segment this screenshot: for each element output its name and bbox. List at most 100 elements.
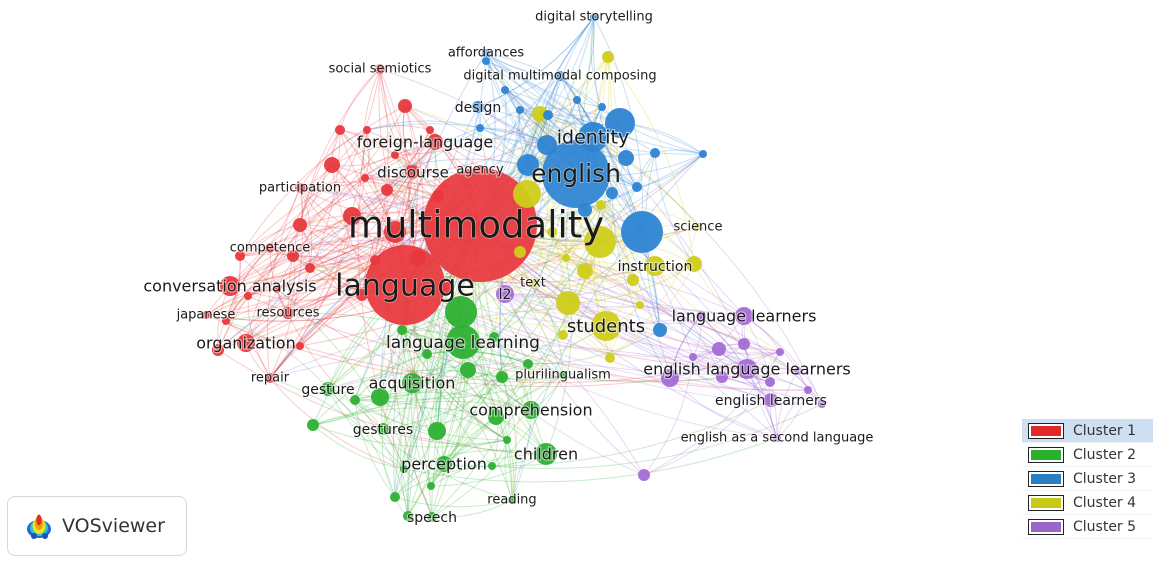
keyword-node[interactable]: [618, 150, 634, 166]
keyword-node-science[interactable]: [694, 223, 702, 231]
keyword-node-repair[interactable]: [265, 373, 275, 383]
keyword-label-english[interactable]: english: [530, 158, 621, 188]
keyword-node[interactable]: [776, 348, 784, 356]
keyword-node[interactable]: [573, 96, 581, 104]
keyword-node[interactable]: [621, 211, 663, 253]
keyword-node[interactable]: [712, 342, 726, 356]
keyword-node[interactable]: [460, 362, 476, 378]
keyword-node[interactable]: [547, 227, 557, 237]
keyword-label-discourse[interactable]: discourse: [376, 162, 450, 182]
keyword-node-language[interactable]: [365, 245, 445, 325]
keyword-node[interactable]: [517, 154, 539, 176]
keyword-node[interactable]: [496, 371, 508, 383]
keyword-label-english-language-learners[interactable]: english language learners: [642, 358, 852, 379]
keyword-node[interactable]: [650, 148, 660, 158]
keyword-node-participation[interactable]: [295, 183, 305, 193]
keyword-label-gestures[interactable]: gestures: [352, 421, 415, 439]
vosviewer-logo[interactable]: VOSviewer: [7, 496, 187, 556]
keyword-node[interactable]: [381, 184, 393, 196]
keyword-node[interactable]: [584, 226, 616, 258]
keyword-node[interactable]: [686, 256, 702, 272]
keyword-node[interactable]: [222, 317, 230, 325]
keyword-node-gestures[interactable]: [377, 423, 389, 435]
keyword-node[interactable]: [605, 353, 615, 363]
keyword-node[interactable]: [427, 482, 435, 490]
keyword-label-agency[interactable]: agency: [455, 161, 505, 178]
keyword-node[interactable]: [426, 126, 434, 134]
keyword-node[interactable]: [578, 203, 592, 217]
keyword-node-japanese[interactable]: [202, 311, 210, 319]
keyword-node-plurilingualism[interactable]: [559, 371, 567, 379]
keyword-node[interactable]: [543, 110, 553, 120]
keyword-node[interactable]: [350, 395, 360, 405]
legend-item-cluster-5[interactable]: Cluster 5: [1022, 515, 1153, 539]
keyword-node[interactable]: [596, 200, 606, 210]
keyword-node-digital-multimodal-composing[interactable]: [555, 71, 565, 81]
keyword-node[interactable]: [523, 359, 533, 369]
keyword-node-speech[interactable]: [427, 512, 437, 522]
keyword-label-participation[interactable]: participation: [258, 179, 342, 196]
keyword-node-l2[interactable]: [496, 285, 514, 303]
keyword-node[interactable]: [363, 126, 371, 134]
keyword-label-foreign-language[interactable]: foreign-language: [356, 131, 495, 152]
keyword-label-language-learning[interactable]: language learning: [385, 332, 541, 354]
keyword-node[interactable]: [558, 330, 568, 340]
keyword-node[interactable]: [356, 289, 368, 301]
keyword-label-students[interactable]: students: [566, 315, 646, 338]
keyword-node-acquisition[interactable]: [402, 373, 422, 393]
keyword-node[interactable]: [556, 291, 580, 315]
keyword-node[interactable]: [513, 180, 541, 208]
keyword-node[interactable]: [370, 255, 380, 265]
keyword-node[interactable]: [482, 57, 490, 65]
keyword-node-perception[interactable]: [436, 456, 452, 472]
keyword-node[interactable]: [577, 263, 593, 279]
keyword-node-affordances[interactable]: [482, 49, 490, 57]
keyword-node[interactable]: [606, 187, 618, 199]
keyword-node[interactable]: [391, 151, 399, 159]
keyword-label-resources[interactable]: resources: [255, 304, 320, 321]
keyword-node-multimodality[interactable]: [423, 168, 537, 282]
keyword-node-discourse[interactable]: [405, 165, 419, 179]
keyword-node-children[interactable]: [535, 443, 557, 465]
keyword-node-comprehension[interactable]: [522, 401, 540, 419]
keyword-node-language-learning[interactable]: [446, 325, 480, 359]
keyword-node[interactable]: [501, 86, 509, 94]
keyword-node[interactable]: [343, 207, 361, 225]
keyword-node[interactable]: [422, 349, 432, 359]
keyword-label-conversation-analysis[interactable]: conversation analysis: [142, 275, 317, 296]
keyword-node-conversation-analysis[interactable]: [220, 276, 240, 296]
keyword-node[interactable]: [398, 99, 412, 113]
keyword-label-text[interactable]: text: [519, 274, 547, 291]
keyword-label-competence[interactable]: competence: [229, 239, 312, 256]
legend-item-cluster-4[interactable]: Cluster 4: [1022, 491, 1153, 515]
keyword-node[interactable]: [476, 124, 484, 132]
keyword-node[interactable]: [400, 465, 408, 473]
keyword-node[interactable]: [716, 371, 728, 383]
keyword-node[interactable]: [212, 344, 224, 356]
keyword-node[interactable]: [371, 388, 389, 406]
keyword-node-english-as-a-second-language[interactable]: [773, 434, 781, 442]
keyword-node-organization[interactable]: [237, 334, 255, 352]
keyword-node[interactable]: [653, 323, 667, 337]
keyword-node[interactable]: [305, 263, 315, 273]
keyword-label-english-learners[interactable]: english learners: [714, 392, 828, 410]
keyword-label-digital-multimodal-composing[interactable]: digital multimodal composing: [462, 67, 657, 84]
keyword-node[interactable]: [432, 190, 444, 202]
keyword-label-language-learners[interactable]: language learners: [670, 305, 817, 326]
keyword-node[interactable]: [562, 254, 570, 262]
keyword-node[interactable]: [699, 150, 707, 158]
keyword-node[interactable]: [514, 246, 526, 258]
keyword-node-english-learners[interactable]: [764, 393, 778, 407]
keyword-label-children[interactable]: children: [513, 443, 579, 464]
keyword-label-identity[interactable]: identity: [556, 125, 631, 149]
keyword-node[interactable]: [442, 282, 454, 294]
keyword-label-organization[interactable]: organization: [195, 332, 297, 353]
keyword-node-reading[interactable]: [508, 496, 516, 504]
keyword-node[interactable]: [410, 250, 426, 266]
keyword-node[interactable]: [445, 296, 477, 328]
keyword-node-language-learners[interactable]: [735, 307, 753, 325]
keyword-label-science[interactable]: science: [672, 218, 723, 235]
keyword-label-plurilingualism[interactable]: plurilingualism: [514, 366, 612, 383]
keyword-label-language[interactable]: language: [335, 268, 476, 304]
legend-item-cluster-1[interactable]: Cluster 1: [1022, 419, 1153, 443]
